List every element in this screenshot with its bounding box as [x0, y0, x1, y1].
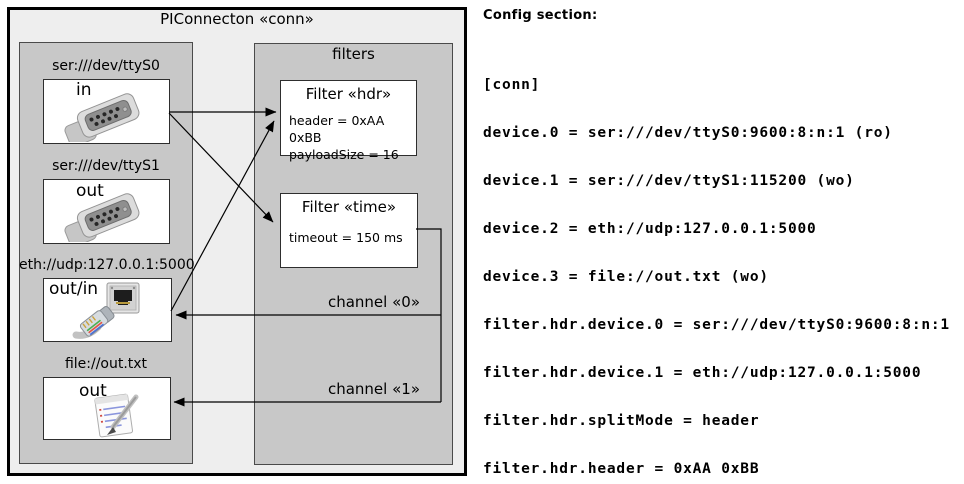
device-box-ttys1: out [43, 179, 170, 244]
config-line: filter.hdr.header = 0xAA 0xBB [483, 461, 760, 477]
device-box-file: out [43, 377, 171, 440]
filter-hdr-properties: header = 0xAA 0xBB payloadSize = 16 [289, 112, 416, 163]
filter-hdr-payload-line: payloadSize = 16 [289, 147, 399, 162]
filter-hdr-box: Filter «hdr» header = 0xAA 0xBB payloadS… [280, 80, 417, 162]
config-line: device.0 = ser:///dev/ttyS0:9600:8:n:1 (… [483, 125, 893, 141]
filter-hdr-title: Filter «hdr» [305, 85, 392, 103]
filter-time-properties: timeout = 150 ms [289, 229, 417, 246]
config-line: filter.hdr.splitMode = header [483, 413, 760, 429]
device-role-label: in [76, 80, 92, 100]
filter-time-title: Filter «time» [301, 198, 397, 216]
device-role-label: out [79, 381, 107, 401]
serial-connector-icon [64, 193, 140, 242]
config-line: filter.hdr.device.0 = ser:///dev/ttyS0:9… [483, 317, 950, 333]
channel-0-label: channel «0» [327, 293, 420, 311]
serial-connector-icon [64, 93, 140, 142]
device-role-label: out [76, 181, 104, 201]
device-url-file: file://out.txt [64, 356, 148, 372]
device-role-label: out/in [49, 279, 99, 299]
channel-1-label: channel «1» [327, 380, 420, 398]
device-url-ttys0: ser:///dev/ttyS0 [52, 58, 160, 74]
notepad-pencil-icon [94, 393, 139, 438]
config-line: [conn] [483, 77, 541, 93]
device-box-ttys0: in [43, 79, 170, 144]
config-section-text: [conn] device.0 = ser:///dev/ttyS0:9600:… [483, 45, 960, 484]
filters-panel-title: filters [332, 45, 375, 63]
ethernet-cable-icon [72, 306, 115, 339]
config-line: device.2 = eth://udp:127.0.0.1:5000 [483, 221, 817, 237]
device-url-eth: eth://udp:127.0.0.1:5000 [19, 257, 195, 273]
ethernet-jack-icon [106, 282, 140, 314]
filter-hdr-header-line: header = 0xAA 0xBB [289, 113, 385, 145]
config-line: device.3 = file://out.txt (wo) [483, 269, 769, 285]
device-box-eth: out/in [43, 278, 172, 342]
config-line: filter.hdr.device.1 = eth://udp:127.0.0.… [483, 365, 922, 381]
config-section-heading: Config section: [483, 8, 598, 23]
device-url-ttys1: ser:///dev/ttyS1 [52, 158, 160, 174]
filter-time-timeout-line: timeout = 150 ms [289, 230, 403, 245]
connector-title: PIConnecton «conn» [160, 10, 314, 28]
config-line: device.1 = ser:///dev/ttyS1:115200 (wo) [483, 173, 855, 189]
filter-time-box: Filter «time» timeout = 150 ms [280, 193, 418, 268]
